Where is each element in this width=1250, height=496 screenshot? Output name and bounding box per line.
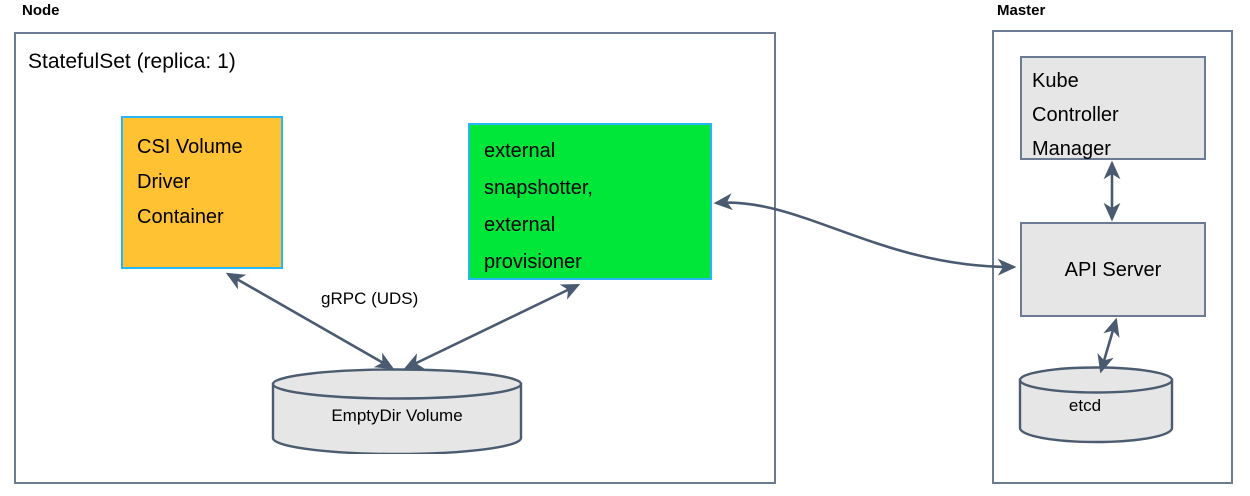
csi-line-1: CSI Volume (137, 136, 243, 158)
external-line-4: provisioner (484, 251, 582, 273)
kcm-line-1: Kube (1032, 70, 1079, 92)
etcd-label: etcd (1068, 396, 1102, 415)
external-line-1: external (484, 140, 556, 162)
kcm-line-3: Manager (1032, 138, 1111, 160)
external-line-2: snapshotter, (484, 177, 593, 199)
zone-label-master: Master (997, 2, 1046, 19)
external-components-box[interactable]: external snapshotter, external provision… (468, 123, 712, 280)
kcm-line-2: Controller (1032, 104, 1119, 126)
etcd-cylinder[interactable]: etcd (1017, 366, 1175, 444)
emptydir-volume-label: EmptyDir Volume (331, 406, 463, 425)
external-line-3: external (484, 214, 556, 236)
kube-controller-manager-box[interactable]: Kube Controller Manager (1020, 56, 1206, 160)
csi-line-2: Driver (137, 171, 191, 193)
grpc-uds-edge-label: gRPC (UDS) (321, 289, 419, 308)
statefulset-title: StatefulSet (replica: 1) (28, 50, 236, 73)
csi-line-3: Container (137, 206, 224, 228)
emptydir-volume-cylinder[interactable]: EmptyDir Volume (270, 368, 524, 454)
zone-label-node: Node (22, 2, 60, 19)
api-server-box[interactable]: API Server (1020, 222, 1206, 317)
csi-volume-driver-container-box[interactable]: CSI Volume Driver Container (121, 116, 283, 269)
api-server-label: API Server (1064, 258, 1162, 281)
